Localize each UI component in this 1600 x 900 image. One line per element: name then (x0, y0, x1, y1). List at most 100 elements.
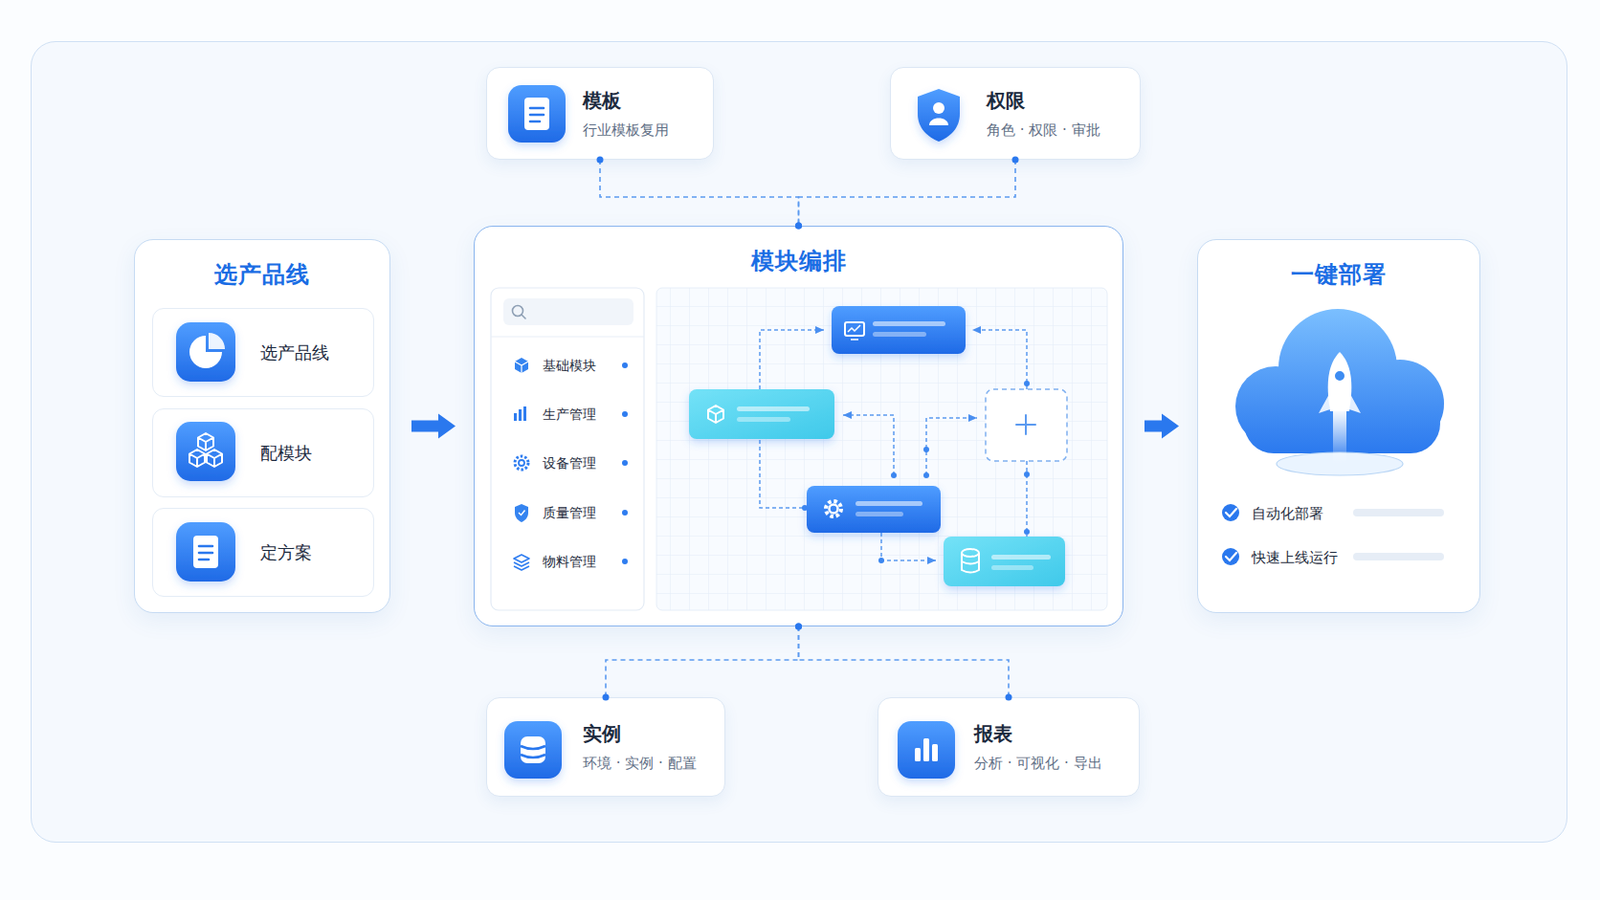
feature-card: 权限角色 · 权限 · 审批 (889, 66, 1141, 160)
node-subtitle: 分析 · 可视化 · 导出 (974, 755, 1139, 774)
deploy-cloud (1276, 452, 1403, 476)
deploy-cloud (1235, 309, 1445, 476)
module-sidebar (622, 510, 628, 516)
feature-card: 报表分析 · 可视化 · 导出 (877, 697, 1140, 798)
card-icons (917, 88, 960, 142)
module-item: 基础模块 (542, 357, 597, 376)
module-item: 质量管理 (542, 505, 597, 523)
module-sidebar (513, 413, 517, 422)
node-subtitle: 行业模板复用 (582, 121, 713, 140)
module-sidebar (622, 558, 628, 565)
step-card: 定方案 (152, 508, 375, 598)
module-sidebar (518, 409, 522, 422)
module-canvas (708, 405, 724, 423)
canvas-dots (923, 446, 930, 453)
module-sidebar (622, 362, 628, 369)
node-title: 一键部署 (1198, 240, 1480, 290)
module-canvas (656, 288, 1108, 611)
module-canvas (872, 332, 927, 337)
deploy-checklist (1353, 509, 1445, 517)
connector-dot (795, 623, 802, 631)
deploy-checklist (1222, 504, 1445, 566)
canvas-wires (881, 533, 936, 561)
canvas-wires (843, 415, 894, 476)
module-sidebar (514, 456, 529, 470)
stage-panel: 模块编排基础模块生产管理设备管理质量管理物料管理 (473, 225, 1124, 627)
module-canvas (991, 555, 1051, 560)
card-icons (508, 85, 566, 143)
product-line-icons (193, 535, 219, 569)
node-title: 报表 (974, 721, 1139, 748)
module-canvas (985, 389, 1067, 462)
stage-panel: 一键部署自动化部署快速上线运行 (1197, 239, 1481, 614)
node-title: 选产品线 (134, 240, 390, 290)
module-canvas (825, 501, 842, 517)
card-icons (929, 118, 949, 127)
step-card: 选产品线 (152, 308, 375, 398)
product-line-icons (176, 322, 236, 582)
module-canvas (943, 536, 1066, 587)
product-line-icons (198, 433, 214, 451)
block-arrow (1144, 414, 1179, 440)
dashed-connector (799, 159, 1017, 226)
deploy-cloud (1355, 359, 1445, 448)
node-title: 权限 (986, 88, 1140, 114)
card-icons (520, 736, 546, 764)
module-canvas (872, 321, 946, 327)
module-canvas (961, 549, 979, 557)
canvas-wires (759, 330, 1027, 561)
canvas-dots (878, 557, 885, 564)
product-line-icons (208, 333, 225, 350)
module-canvas (829, 505, 839, 514)
node-title: 选产品线 (260, 341, 374, 365)
dashed-connector (605, 626, 800, 698)
module-canvas (855, 501, 923, 507)
stage-panel: 选产品线选产品线配模块定方案 (133, 239, 391, 614)
module-canvas (806, 486, 941, 534)
product-line-icons (189, 449, 205, 467)
module-sidebar (518, 511, 526, 516)
module-canvas (736, 406, 810, 412)
module-item: 设备管理 (542, 455, 597, 473)
connector-dot (1012, 156, 1020, 164)
canvas-dots (1023, 380, 1030, 387)
connector-dot (1005, 694, 1013, 702)
feature-card: 模板行业模板复用 (486, 66, 714, 160)
dashed-connector (799, 626, 1010, 698)
dashed-connector (600, 159, 800, 226)
module-canvas (961, 553, 979, 574)
product-line-icons (176, 422, 236, 482)
feature-card: 实例环境 · 实例 · 配置 (486, 697, 726, 798)
step-card: 配模块 (152, 408, 375, 498)
canvas-dots (1023, 471, 1030, 478)
card-icons (524, 97, 550, 131)
deploy-checklist (1225, 509, 1237, 517)
connector-dot (597, 156, 604, 164)
deploy-cloud (1278, 309, 1398, 428)
canvas-wires (759, 440, 805, 509)
node-title: 实例 (582, 721, 725, 748)
deploy-cloud (1328, 352, 1353, 412)
product-line-icons (189, 335, 223, 369)
module-sidebar (490, 288, 645, 611)
module-sidebar (622, 460, 628, 467)
connector-dot (795, 222, 802, 230)
deploy-cloud (1244, 394, 1441, 454)
canvas-dots (890, 472, 897, 479)
node-title: 模块编排 (474, 226, 1123, 277)
canvas-dots (923, 472, 930, 479)
card-icons (504, 85, 960, 779)
node-title: 定方案 (260, 541, 374, 565)
check-item: 快速上线运行 (1251, 549, 1338, 568)
deploy-cloud (1318, 394, 1361, 414)
connector-dot (795, 623, 802, 631)
canvas-wires (1025, 461, 1028, 537)
canvas-wires (759, 330, 824, 390)
deploy-checklist (1225, 553, 1237, 561)
deploy-checklist (1222, 504, 1240, 522)
check-item: 自动化部署 (1251, 505, 1324, 524)
module-sidebar (513, 555, 530, 571)
connector-dot (795, 222, 802, 230)
module-sidebar (490, 288, 645, 611)
